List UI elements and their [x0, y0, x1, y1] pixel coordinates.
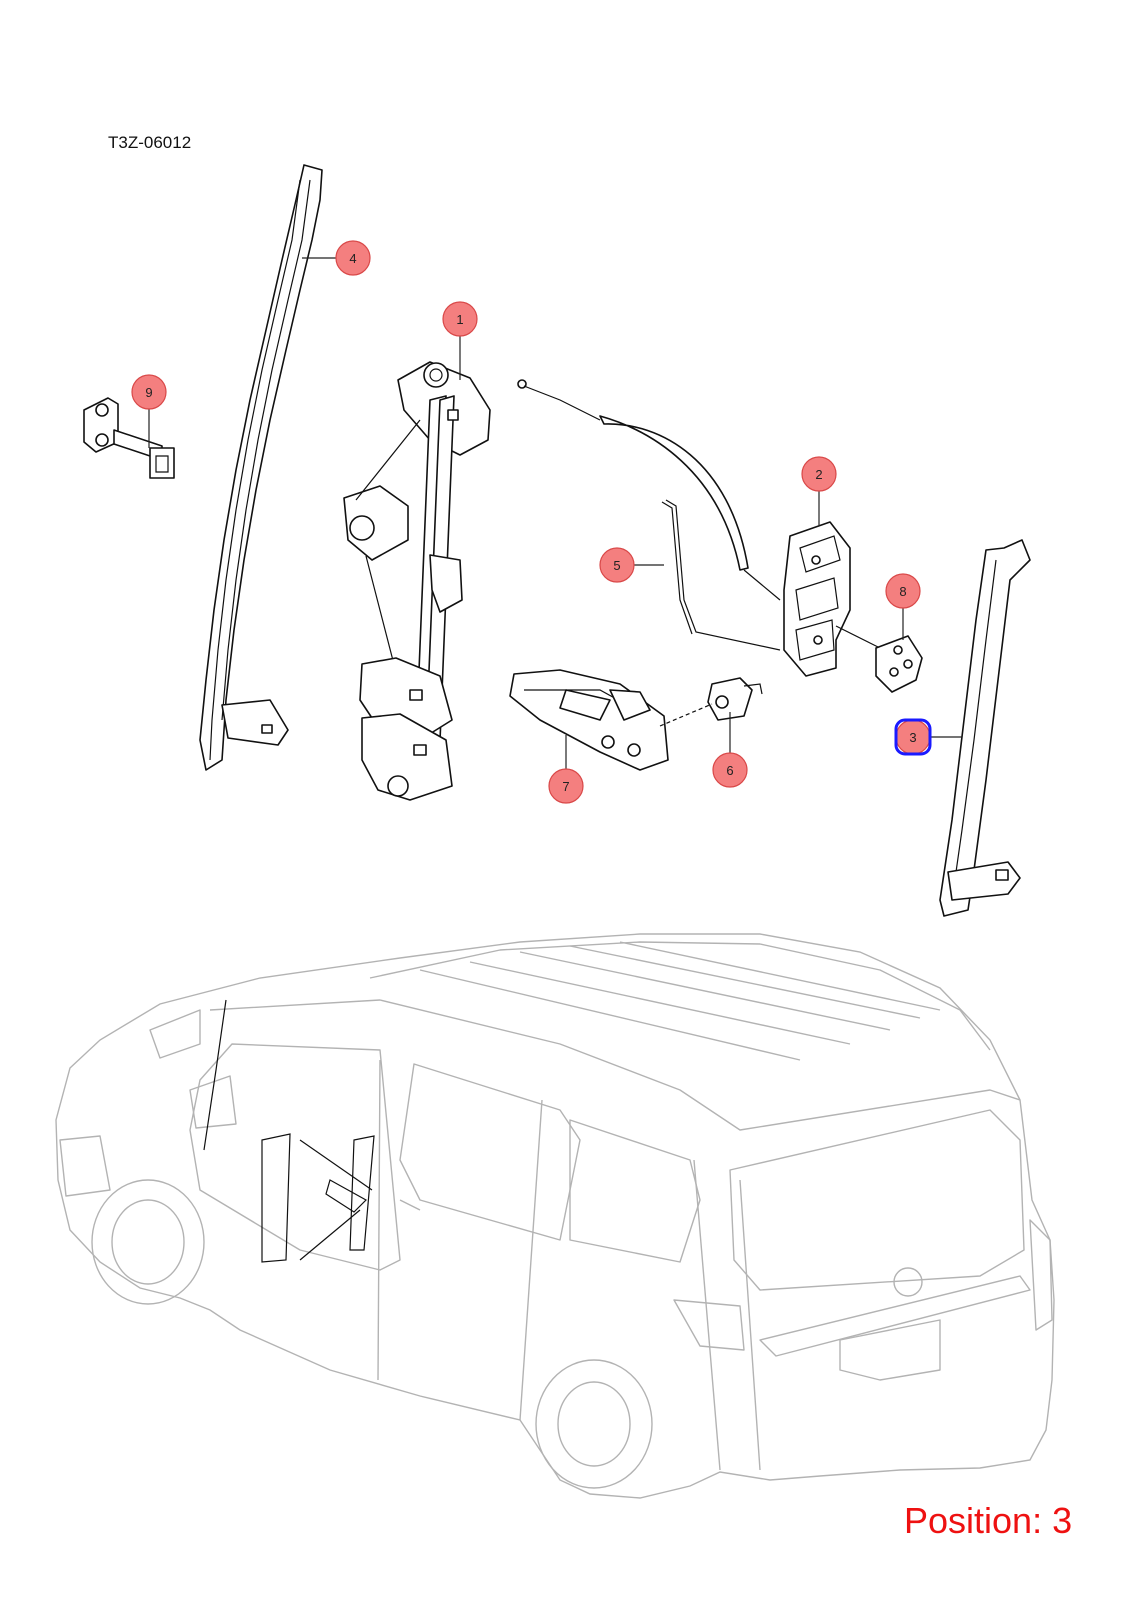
callout-8-circle — [885, 573, 921, 609]
callout-2-circle — [801, 456, 837, 492]
callout-8-number: 8 — [899, 584, 906, 599]
part-7-outside-handle — [509, 669, 669, 771]
callout-5[interactable]: 5 — [599, 547, 635, 583]
part-2-door-lock — [783, 521, 851, 677]
callout-7-number: 7 — [562, 779, 569, 794]
callout-5-number: 5 — [613, 558, 620, 573]
callout-6[interactable]: 6 — [712, 752, 748, 788]
callout-7-circle — [548, 768, 584, 804]
callout-3-selection-outline — [894, 718, 932, 756]
callout-1-number: 1 — [456, 312, 463, 327]
van-illustration — [55, 933, 1055, 1499]
callout-6-circle — [712, 752, 748, 788]
part-3-rear-window-channel — [939, 539, 1031, 917]
part-4-front-window-channel — [199, 164, 323, 771]
callout-9-number: 9 — [145, 385, 152, 400]
callout-1-circle — [442, 301, 478, 337]
callouts: 1 2 3 4 5 6 7 8 — [131, 240, 932, 804]
reference-code: T3Z-06012 — [108, 133, 192, 152]
part-1-window-regulator — [343, 361, 491, 801]
callout-9-circle — [131, 374, 167, 410]
callout-7[interactable]: 7 — [548, 768, 584, 804]
position-label: Position: 3 — [904, 1500, 1073, 1541]
callout-1[interactable]: 1 — [442, 301, 478, 337]
part-8-striker — [835, 625, 923, 693]
callout-4-circle — [335, 240, 371, 276]
part-6-lock-cylinder — [659, 677, 763, 727]
callout-2[interactable]: 2 — [801, 456, 837, 492]
callout-9[interactable]: 9 — [131, 374, 167, 410]
callout-2-number: 2 — [815, 467, 822, 482]
part-5-lock-cable — [517, 379, 781, 651]
callout-8[interactable]: 8 — [885, 573, 921, 609]
callout-6-number: 6 — [726, 763, 733, 778]
part-9-door-check — [83, 397, 175, 479]
callout-3-number: 3 — [909, 730, 916, 745]
callout-3-selected[interactable]: 3 — [894, 718, 932, 756]
callout-5-circle — [599, 547, 635, 583]
callout-4-number: 4 — [349, 251, 356, 266]
callout-4[interactable]: 4 — [335, 240, 371, 276]
